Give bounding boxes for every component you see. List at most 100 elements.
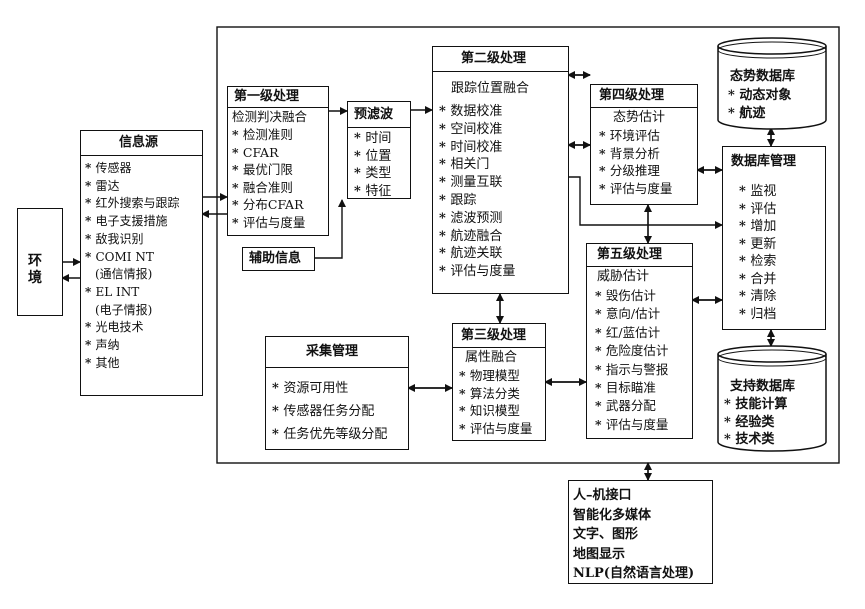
prefilter-title: 预滤波 — [354, 107, 394, 122]
list-item: 位置 — [354, 148, 391, 166]
list-item: 更新 — [739, 236, 776, 254]
environment-box: 环境 — [17, 208, 63, 316]
list-item: 增加 — [739, 218, 776, 236]
list-item: 光电技术 — [85, 319, 179, 337]
list-item: 分布CFAR — [232, 196, 305, 214]
list-item: 动态对象 — [728, 87, 791, 105]
list-item: 技术类 — [724, 431, 787, 449]
level5-title: 第五级处理 — [597, 247, 663, 262]
list-item: 意向/估计 — [595, 305, 668, 323]
info-source-list: 传感器 雷达 红外搜索与跟踪 电子支援措施 敌我识别 COMI NT (通信情报… — [85, 160, 179, 372]
list-item: 检索 — [739, 253, 776, 271]
list-item: 检测准则 — [232, 126, 305, 144]
list-item: 红/蓝估计 — [595, 324, 668, 342]
list-item: 跟踪 — [439, 192, 515, 210]
list-item: 特征 — [354, 183, 391, 201]
situation-db-title: 态势数据库 — [730, 69, 796, 84]
list-item: 评估与度量 — [595, 416, 669, 434]
info-source-box: 信息源 传感器 雷达 红外搜索与跟踪 电子支援措施 敌我识别 COMI NT (… — [80, 130, 203, 396]
list-item: COMI NT — [85, 249, 179, 267]
level3-list: 物理模型 算法分类 知识模型 评估与度量 — [459, 367, 533, 438]
list-item: 监视 — [739, 183, 776, 201]
list-item: (通信情报) — [95, 267, 153, 282]
list-item: 评估与度量 — [459, 420, 533, 438]
level3-subtitle: 属性融合 — [465, 350, 518, 365]
level2-title: 第二级处理 — [461, 51, 527, 66]
list-item: 声纳 — [85, 337, 179, 355]
prefilter-box: 预滤波 时间 位置 类型 特征 — [347, 101, 411, 199]
list-item: 相关门 — [439, 156, 515, 174]
list-item: 评估 — [739, 201, 776, 219]
list-item: 背景分析 — [599, 145, 672, 163]
support-db-title: 支持数据库 — [730, 379, 796, 394]
level5-subtitle: 威胁估计 — [597, 269, 650, 284]
list-item: NLP(自然语言处理) — [573, 566, 695, 581]
arrow-aux-to-prefilter — [314, 199, 346, 259]
list-item: 毁伤估计 — [595, 287, 668, 305]
list-item: 指示与警报 — [595, 361, 669, 379]
list-item: 经验类 — [724, 414, 787, 432]
environment-label: 环境 — [28, 253, 42, 286]
list-item: 雷达 — [85, 178, 179, 196]
arrow-level2-to-dbmgmt — [568, 176, 723, 229]
collection-box: 采集管理 资源可用性 传感器任务分配 任务优先等级分配 — [265, 336, 409, 450]
aux-info-box: 辅助信息 — [242, 247, 315, 271]
level5-box: 第五级处理 威胁估计 毁伤估计 意向/估计 红/蓝估计 危险度估计 指示与警报 … — [586, 243, 693, 439]
list-item: 技能计算 — [724, 396, 787, 414]
list-item: 最优门限 — [232, 161, 305, 179]
list-item: CFAR — [232, 144, 305, 162]
db-management-box: 数据库管理 监视 评估 增加 更新 检索 合并 清除 归档 — [722, 146, 826, 330]
list-item: 算法分类 — [459, 385, 532, 403]
level3-box: 第三级处理 属性融合 物理模型 算法分类 知识模型 评估与度量 — [452, 323, 546, 441]
hmi-list: 人–机接口 智能化多媒体 文字、图形 地图显示 NLP(自然语言处理) — [573, 486, 694, 584]
db-management-title: 数据库管理 — [731, 154, 797, 169]
prefilter-list: 时间 位置 类型 特征 — [354, 130, 391, 200]
list-item: 危险度估计 — [595, 342, 669, 360]
level1-title: 第一级处理 — [234, 89, 300, 104]
level1-list: 检测准则 CFAR 最优门限 融合准则 分布CFAR 评估与度量 — [232, 126, 306, 232]
list-item: 滤波预测 — [439, 210, 515, 228]
list-item: 目标瞄准 — [595, 379, 668, 397]
list-item: 地图显示 — [573, 546, 626, 562]
list-item: 人–机接口 — [573, 488, 632, 503]
level1-box: 第一级处理 检测判决融合 检测准则 CFAR 最优门限 融合准则 分布CFAR … — [227, 86, 329, 236]
list-item: 时间校准 — [439, 139, 515, 157]
level4-subtitle: 态势估计 — [613, 110, 666, 125]
list-item: 知识模型 — [459, 402, 532, 420]
list-item: 环境评估 — [599, 127, 672, 145]
level3-title: 第三级处理 — [461, 328, 527, 343]
list-item: 合并 — [739, 271, 776, 289]
list-item: EL INT — [85, 284, 179, 302]
list-item: 资源可用性 — [272, 377, 387, 400]
list-item: 航迹关联 — [439, 245, 515, 263]
list-item: (电子情报) — [95, 302, 153, 317]
level2-subtitle: 跟踪位置融合 — [451, 81, 530, 96]
list-item: 武器分配 — [595, 397, 668, 415]
list-item: 时间 — [354, 130, 391, 148]
list-item: 传感器 — [85, 160, 179, 178]
system-frame — [216, 26, 840, 464]
hmi-box: 人–机接口 智能化多媒体 文字、图形 地图显示 NLP(自然语言处理) — [568, 480, 713, 584]
level4-list: 环境评估 背景分析 分级推理 评估与度量 — [599, 127, 673, 198]
list-item: 智能化多媒体 — [573, 507, 652, 523]
db-management-list: 监视 评估 增加 更新 检索 合并 清除 归档 — [739, 183, 776, 323]
list-item: 分级推理 — [599, 162, 672, 180]
list-item: 评估与度量 — [439, 263, 515, 281]
situation-db-list: 动态对象 航迹 — [728, 87, 791, 122]
list-item: 文字、图形 — [573, 527, 639, 542]
list-item: 数据校准 — [439, 103, 515, 121]
collection-title: 采集管理 — [306, 344, 359, 359]
list-item: 类型 — [354, 165, 391, 183]
level2-list: 数据校准 空间校准 时间校准 相关门 测量互联 跟踪 滤波预测 航迹融合 航迹关… — [439, 103, 515, 281]
list-item: 归档 — [739, 306, 776, 324]
level5-list: 毁伤估计 意向/估计 红/蓝估计 危险度估计 指示与警报 目标瞄准 武器分配 评… — [595, 287, 669, 434]
level4-box: 第四级处理 态势估计 环境评估 背景分析 分级推理 评估与度量 — [590, 84, 698, 205]
list-item: 航迹 — [728, 105, 791, 123]
list-item: 电子支援措施 — [85, 213, 179, 231]
level2-box: 第二级处理 跟踪位置融合 数据校准 空间校准 时间校准 相关门 测量互联 跟踪 … — [432, 46, 569, 294]
list-item: 评估与度量 — [599, 180, 673, 198]
level4-title: 第四级处理 — [599, 88, 665, 103]
list-item: 清除 — [739, 288, 776, 306]
aux-info-label: 辅助信息 — [249, 251, 302, 266]
